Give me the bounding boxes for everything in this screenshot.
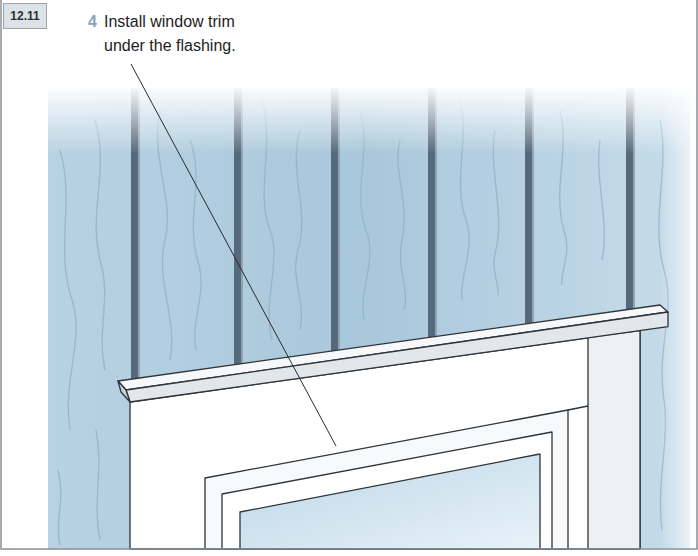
callout-note: Install window trim under the flashing. xyxy=(104,10,276,58)
figure-number: 12.11 xyxy=(10,9,39,23)
figure-number-box: 12.11 xyxy=(3,3,47,29)
siding-wall xyxy=(48,88,690,549)
callout-number: 4 xyxy=(88,10,97,34)
siding-fade xyxy=(40,84,698,154)
drip-cap-flashing xyxy=(118,305,668,402)
window-glass xyxy=(240,454,540,549)
leader-line xyxy=(131,64,336,446)
callout-number-holder: 4 xyxy=(88,10,97,34)
callout-note-holder: Install window trim under the flashing. xyxy=(104,10,276,58)
